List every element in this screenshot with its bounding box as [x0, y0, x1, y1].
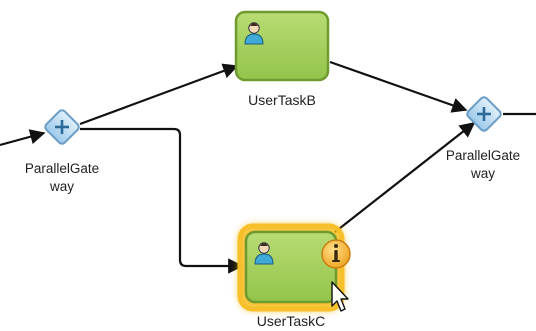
parallel-gateway-left[interactable]: [44, 109, 81, 146]
sequence-flow-gw-left-to-task-b[interactable]: [79, 63, 239, 126]
gateway-right-label-line1: ParallelGate: [445, 148, 521, 163]
gateway-right-label-line2: way: [470, 166, 495, 181]
info-icon[interactable]: [321, 239, 351, 269]
sequence-flow-incoming[interactable]: [0, 129, 46, 147]
sequence-flow-task-c-to-gw-right[interactable]: [334, 122, 476, 233]
parallel-gateway-right[interactable]: [466, 96, 503, 133]
plus-icon: [477, 107, 491, 121]
sequence-flow-gw-left-to-task-c[interactable]: [80, 127, 244, 274]
gateway-left-label-line1: ParallelGate: [24, 161, 100, 176]
user-task-b[interactable]: [234, 10, 330, 82]
gateway-left-label-line2: way: [49, 179, 74, 194]
user-icon: [244, 22, 264, 45]
gateway-right-label: ParallelGate way: [430, 147, 536, 183]
sequence-flow-task-b-to-gw-right[interactable]: [329, 60, 468, 113]
task-b-label: UserTaskB: [248, 92, 316, 108]
user-task-c[interactable]: [237, 223, 351, 312]
task-c-label: UserTaskC: [256, 313, 326, 329]
pointer-cursor-icon: [331, 281, 349, 312]
user-icon: [254, 242, 274, 265]
plus-icon: [55, 120, 69, 134]
gateway-left-label: ParallelGate way: [10, 160, 114, 196]
